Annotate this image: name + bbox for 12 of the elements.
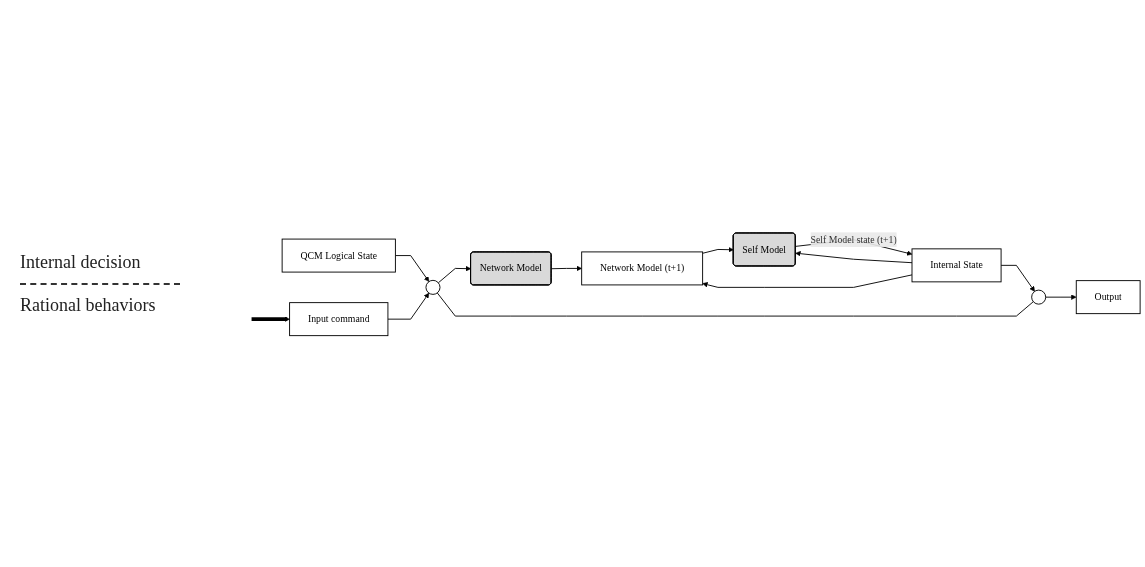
connector: [436, 291, 1034, 317]
node-box: Internal State: [911, 247, 1002, 282]
arrow: [251, 315, 290, 322]
node-box: Network Model (t+1): [581, 250, 704, 285]
edge-label: Self Model state (t+1): [810, 233, 897, 245]
node-circle: [1031, 289, 1047, 305]
node-box: Input command: [289, 301, 389, 336]
section-label: Internal decision: [20, 251, 142, 273]
node-box: QCM Logical State: [281, 238, 396, 273]
node-box: Output: [1075, 279, 1141, 314]
node-circle: [425, 279, 441, 295]
section-label: Rational behaviors: [20, 294, 157, 316]
